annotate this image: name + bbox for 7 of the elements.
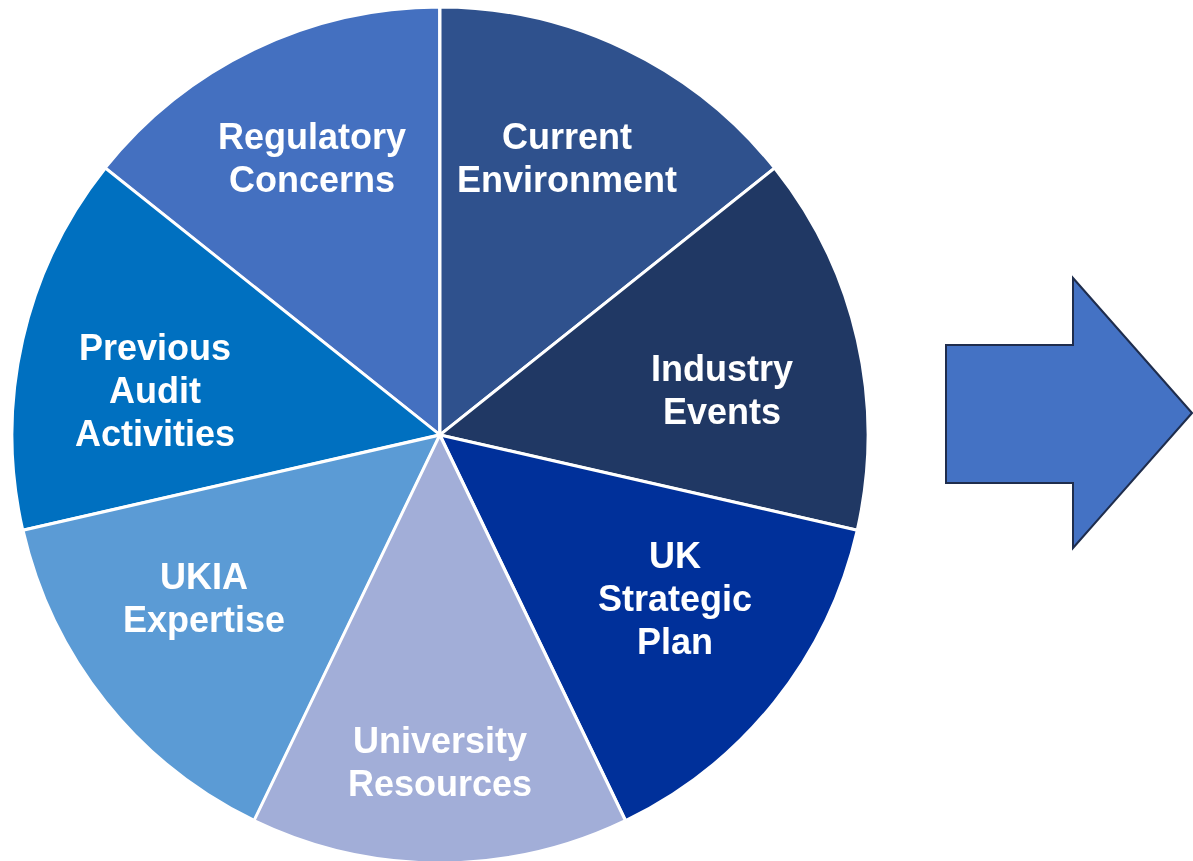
segment-label: Current Environment bbox=[456, 115, 678, 201]
segment-label: UK Strategic Plan bbox=[596, 533, 754, 663]
segment-label: Regulatory Concerns bbox=[216, 115, 407, 201]
segment-label: Industry Events bbox=[650, 347, 794, 433]
segment-label: University Resources bbox=[346, 719, 534, 805]
segment-label: UKIA Expertise bbox=[121, 555, 287, 641]
segment-label: Previous Audit Activities bbox=[73, 325, 237, 455]
